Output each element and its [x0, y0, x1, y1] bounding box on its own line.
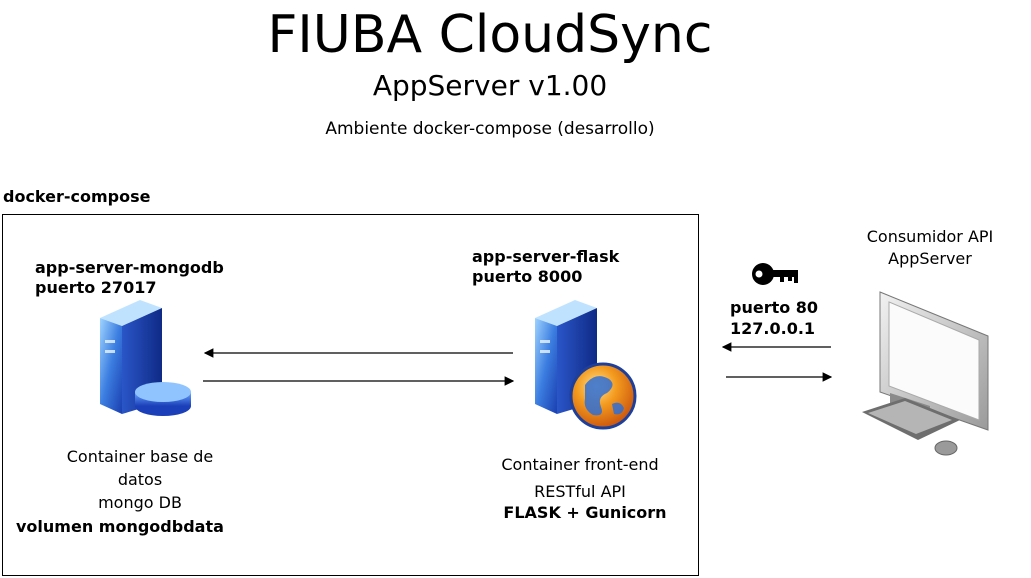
flask-desc-line2: RESTful API — [534, 482, 626, 501]
mongodb-desc-line1: Container base de — [66, 447, 214, 466]
mongodb-name-text: app-server-mongodb — [35, 258, 224, 277]
environment-label: Ambiente docker-compose (desarrollo) — [325, 119, 655, 139]
gateway-ip: 127.0.0.1 — [730, 319, 816, 338]
key-icon — [752, 263, 798, 285]
mongodb-port-text: puerto 27017 — [35, 278, 157, 297]
flask-desc-line1: Container front-end — [501, 455, 659, 474]
flask-port-text: puerto 8000 — [472, 267, 583, 286]
gateway-port: puerto 80 — [730, 298, 819, 317]
gateway-port-info: puerto 80 127.0.0.1 — [730, 297, 818, 339]
flask-tech-stack: FLASK + Gunicorn — [503, 503, 667, 522]
diagram-subtitle: AppServer v1.00 — [372, 69, 608, 102]
mongodb-container-name: app-server-mongodb puerto 27017 — [35, 258, 224, 298]
mongodb-description: Container base de datos mongo DB — [40, 445, 240, 514]
docker-compose-label: docker-compose — [3, 187, 151, 206]
mongodb-volume: volumen mongodbdata — [16, 517, 224, 536]
flask-container-name: app-server-flask puerto 8000 — [472, 247, 619, 287]
flask-name-text: app-server-flask — [472, 247, 620, 266]
mongodb-desc-line2: datos — [117, 470, 163, 489]
consumer-line2: AppServer — [888, 249, 972, 268]
diagram-title: FIUBA CloudSync — [267, 5, 713, 65]
web-server-globe-icon — [535, 300, 637, 430]
api-consumer-label: Consumidor API AppServer — [850, 226, 1010, 270]
consumer-line1: Consumidor API — [866, 227, 994, 246]
docker-compose-boundary — [2, 214, 699, 576]
mongodb-desc-line3: mongo DB — [98, 493, 182, 512]
database-server-icon — [100, 300, 191, 416]
desktop-computer-icon — [862, 291, 989, 456]
